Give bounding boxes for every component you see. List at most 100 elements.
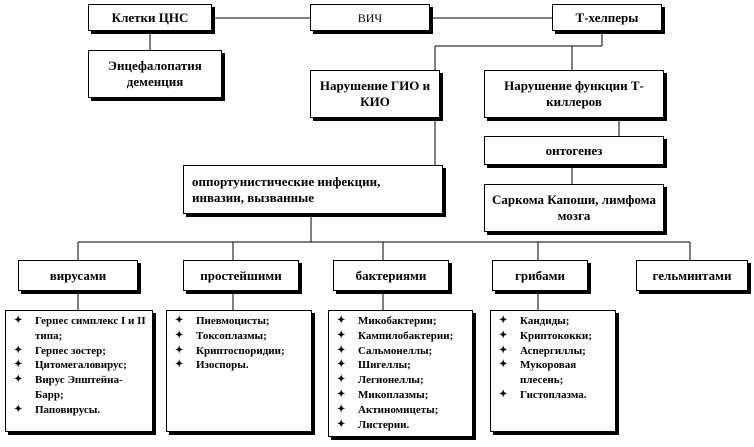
list-item: ✦ Кандиды; [495,314,611,329]
bullet-icon: ✦ [337,359,346,371]
list-item-text: Сальмонеллы; [358,344,433,357]
list-item: ✦ Шигеллы; [333,358,468,373]
list-item-text: Вирус Эпштейна-Барр; [35,374,123,401]
list-item-text: Токсоплазмы; [196,329,267,342]
list-item: ✦Аспергиллы; [495,344,611,359]
category-viruses-box: вирусами [18,260,138,291]
list-item-text: Герпес симплекс I и II типа; [35,315,146,342]
list-item-text: Цитомегаловирус; [35,359,127,372]
list-item: ✦ Мукоровая плесень; [495,358,611,388]
bullet-icon: ✦ [337,388,346,400]
category-fungi-label: грибами [515,267,565,283]
fungi-list-box: ✦Кандиды;✦Криптококки;✦Аспергиллы;✦Мукор… [490,310,616,432]
fungi-list: ✦Кандиды;✦Криптококки;✦Аспергиллы;✦Мукор… [495,314,611,403]
list-item-text: Микоплазмы; [358,388,429,401]
list-item-text: Изоспоры. [196,359,249,372]
bullet-icon: ✦ [175,359,184,371]
list-item: ✦ Герпес зостер; [10,344,148,359]
list-item: ✦ Цитомегаловирус; [10,358,148,373]
t-killer-disruption-box: Нарушение функции Т-киллеров [484,70,664,118]
category-viruses-label: вирусами [49,267,107,283]
bullet-icon: ✦ [14,359,23,371]
cns-cells-label: Клетки ЦНС [111,9,189,25]
kaposi-label: Саркома Капоши, лимфома мозга [492,192,656,223]
t-killer-disruption-label: Нарушение функции Т-киллеров [504,78,644,109]
list-item: ✦ Гистоплазма. [495,388,611,403]
viruses-list-box: ✦ Герпес симплекс I и II типа; ✦ Герпес зос… [5,310,153,432]
list-item-text: Герпес зостер; [35,344,106,357]
list-item-text: Листерии. [358,418,410,431]
immune-disruption-label: Нарушение ГИО и КИО [319,78,431,109]
list-item: ✦ Вирус Эпштейна-Барр; [10,373,148,403]
bacteria-list-box: ✦ Микобактерии; ✦ Кампилобактерии; ✦ Сальмоне… [328,310,473,437]
list-item-text: Кандиды; [520,315,570,327]
bullet-icon: ✦ [14,315,23,326]
hiv-box: ВИЧ [310,4,430,31]
list-item: ✦ Кампилобактерии; [333,329,468,344]
encephalopathy-box: Энцефалопатия деменция [88,50,222,98]
list-item-text: Мукоровая плесень; [520,359,577,387]
bullet-icon: ✦ [337,418,346,430]
bullet-icon: ✦ [175,315,184,326]
encephalopathy-label: Энцефалопатия деменция [108,58,202,89]
bullet-icon: ✦ [14,344,23,356]
list-item: ✦ Криптококки; [495,329,611,344]
list-item: ✦ Паповирусы. [10,403,148,418]
bullet-icon: ✦ [337,329,346,341]
bacteria-list: ✦ Микобактерии; ✦ Кампилобактерии; ✦ Сальмоне… [333,314,468,432]
bullet-icon: ✦ [14,403,23,415]
list-item: ✦ Криптоспоридии; [171,344,307,359]
list-item: ✦ Микоплазмы; [333,388,468,403]
list-item-text: Паповирусы. [35,403,101,416]
bullet-icon: ✦ [175,344,184,356]
kaposi-box: Саркома Капоши, лимфома мозга [484,184,664,232]
opportunistic-infections-box: оппортунистические инфекции, инвазии, вы… [183,165,443,214]
list-item-text: Актиномицеты; [358,403,439,416]
bullet-icon: ✦ [499,388,508,400]
category-bacteria-label: бактериями [355,267,427,283]
category-protozoa-label: простейшими [200,267,282,283]
list-item-text: Легионеллы; [358,374,424,387]
list-item-text: Шигеллы; [358,359,411,372]
bullet-icon: ✦ [499,359,508,371]
list-item: ✦ Легионеллы; [333,373,468,388]
category-protozoa-box: простейшими [183,260,299,291]
bullet-icon: ✦ [337,344,346,356]
immune-disruption-box: Нарушение ГИО и КИО [310,70,440,118]
list-item-text: Кампилобактерии; [358,329,454,342]
list-item: ✦ Листерии. [333,418,468,433]
list-item: ✦ Сальмонеллы; [333,344,468,359]
list-item: ✦ Актиномицеты; [333,403,468,418]
opportunistic-infections-label: оппортунистические инфекции, инвазии, вы… [192,173,381,205]
protozoa-list: ✦ Пневмоцисты; ✦ Токсоплазмы; ✦ Криптоспориди… [171,314,307,373]
t-helpers-box: Т-хелперы [552,4,662,31]
category-fungi-box: грибами [492,260,588,291]
list-item-text: Микобактерии; [358,315,437,327]
list-item-text: Аспергиллы; [520,344,586,357]
bullet-icon: ✦ [499,329,508,341]
list-item: ✦ Изоспоры. [171,358,307,373]
list-item: ✦ Герпес симплекс I и II типа; [10,314,148,344]
list-item: ✦ Микобактерии; [333,314,468,329]
list-item: ✦ Токсоплазмы; [171,329,307,344]
list-item-text: Гистоплазма. [520,388,587,401]
bullet-icon: ✦ [337,374,346,386]
bullet-icon: ✦ [337,403,346,415]
t-helpers-label: Т-хелперы [575,9,639,25]
bullet-icon: ✦ [499,315,508,326]
list-item: ✦ Пневмоцисты; [171,314,307,329]
list-item-text: Пневмоцисты; [196,315,270,327]
hiv-label: ВИЧ [357,10,383,25]
category-bacteria-box: бактериями [333,260,449,291]
list-item-text: Криптококки; [520,329,592,342]
list-item-text: Криптоспоридии; [196,344,285,357]
bullet-icon: ✦ [337,315,346,326]
cns-cells-box: Клетки ЦНС [88,4,212,31]
bullet-icon: ✦ [14,374,23,386]
category-helminths-label: гельминтами [652,267,732,283]
oncogenesis-box: онтогенез [484,136,664,165]
bullet-icon: ✦ [175,329,184,341]
category-helminths-box: гельминтами [636,260,748,291]
